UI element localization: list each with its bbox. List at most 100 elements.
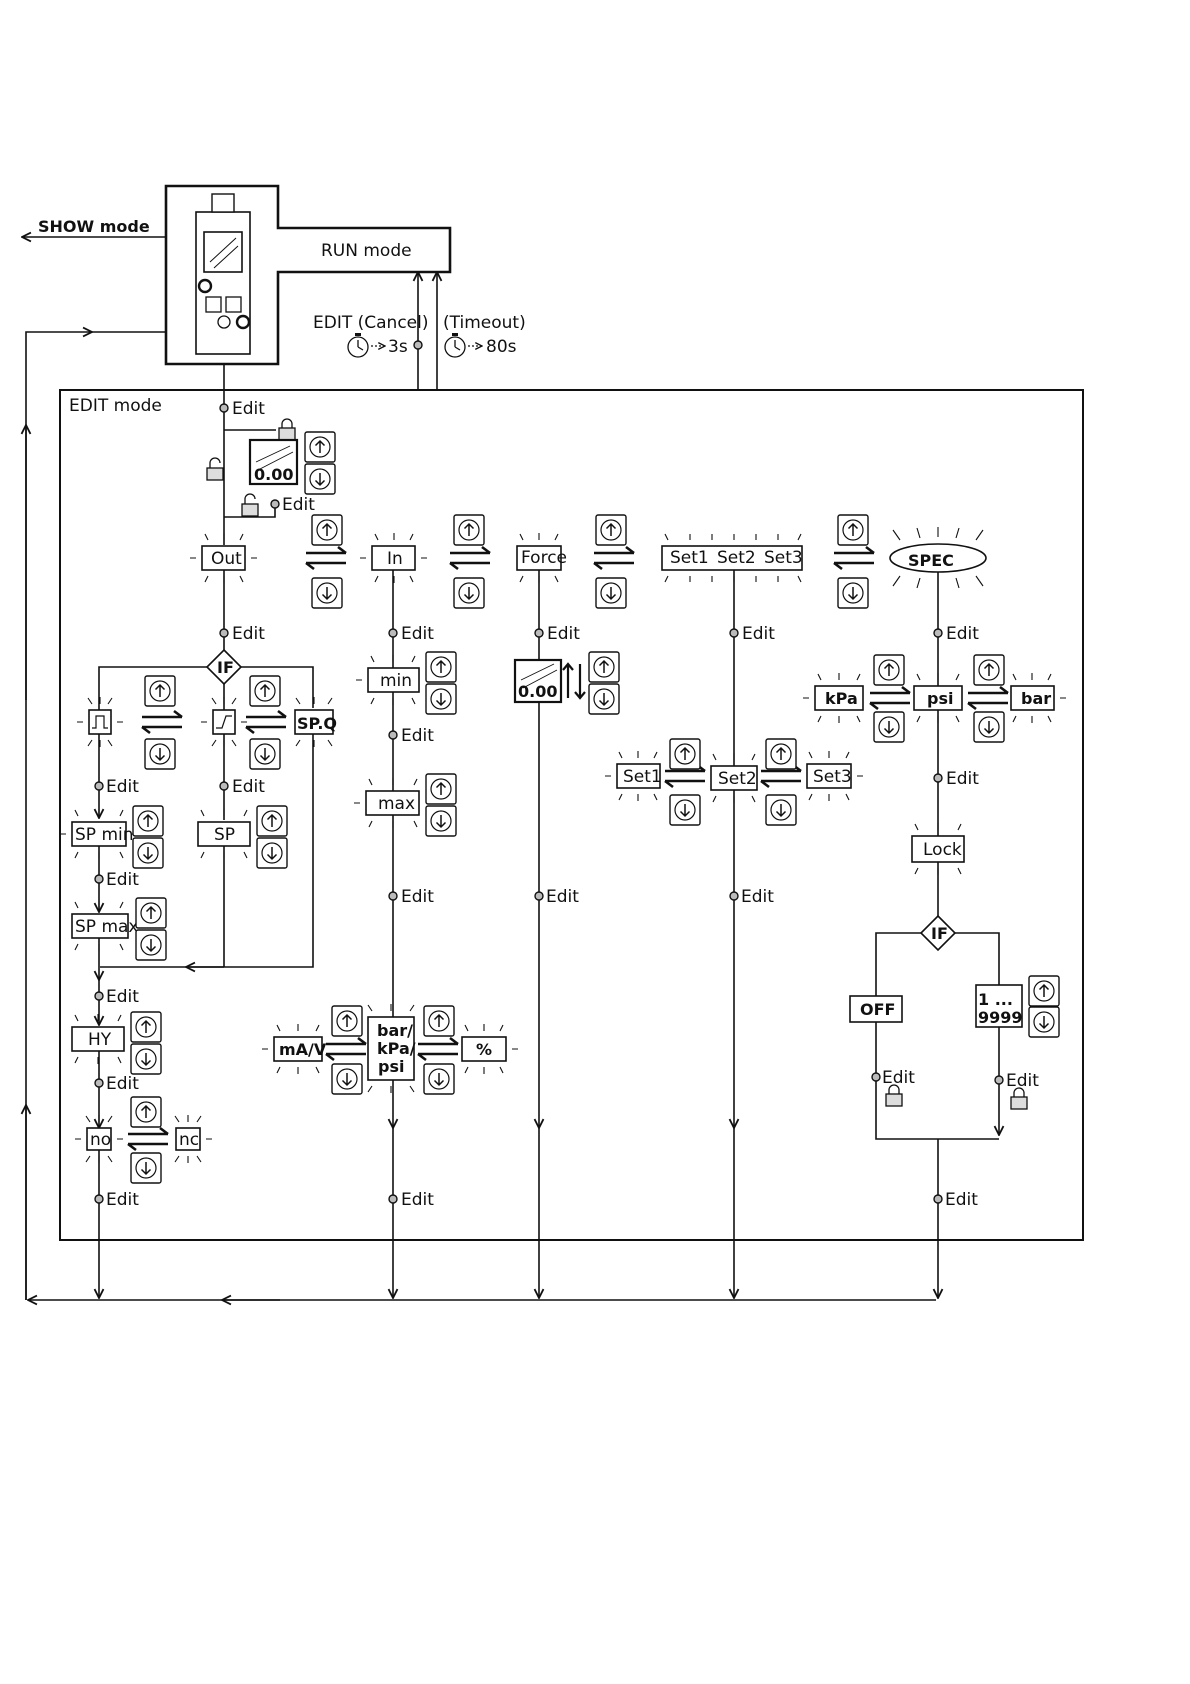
up-key-icon[interactable] (837, 514, 869, 546)
spq-mode-icon[interactable]: SP.Q (294, 709, 337, 735)
toggle-arrows-icon (140, 709, 184, 735)
svg-text:min: min (380, 671, 412, 691)
menu-out[interactable]: Out (201, 545, 246, 571)
up-key-icon[interactable] (130, 1011, 162, 1043)
down-key-icon[interactable] (837, 577, 869, 609)
down-key-icon[interactable] (132, 837, 164, 869)
lock-box[interactable]: Lock (911, 835, 965, 863)
down-key-icon[interactable] (973, 711, 1005, 743)
up-key-icon[interactable] (249, 675, 281, 707)
menu-set[interactable]: Set1 Set2 Set3 (661, 545, 803, 571)
up-key-icon[interactable] (873, 654, 905, 686)
down-key-icon[interactable] (249, 738, 281, 770)
down-key-icon[interactable] (331, 1063, 363, 1095)
edit-label: Edit (106, 777, 139, 797)
down-key-icon[interactable] (873, 711, 905, 743)
down-key-icon[interactable] (595, 577, 627, 609)
bar-box[interactable]: bar (1010, 685, 1055, 711)
up-key-icon[interactable] (425, 651, 457, 683)
svg-text:1 ...: 1 ... (978, 990, 1013, 1009)
kpa-box[interactable]: kPa (814, 685, 864, 711)
up-key-icon[interactable] (425, 773, 457, 805)
pin-display-value: 0.00 (254, 465, 293, 484)
lock-closed-icon (278, 418, 296, 441)
up-key-icon[interactable] (453, 514, 485, 546)
down-key-icon[interactable] (669, 794, 701, 826)
sp-box[interactable]: SP (197, 821, 251, 847)
svg-text:Set1: Set1 (670, 548, 709, 568)
up-key-icon[interactable] (135, 897, 167, 929)
up-key-icon[interactable] (331, 1005, 363, 1037)
down-key-icon[interactable] (304, 463, 336, 495)
set3-box[interactable]: Set3 (806, 763, 852, 789)
edit-label: Edit (1006, 1071, 1039, 1091)
edit-label: Edit (546, 887, 579, 907)
menu-spec[interactable]: SPEC (889, 543, 987, 573)
up-key-icon[interactable] (144, 675, 176, 707)
up-down-arrows-icon (562, 662, 586, 700)
set1-box[interactable]: Set1 (616, 763, 662, 789)
svg-text:OFF: OFF (860, 1000, 895, 1019)
toggle-arrows-icon (304, 545, 348, 571)
down-key-icon[interactable] (765, 794, 797, 826)
in-max-box[interactable]: max (365, 790, 420, 816)
no-box[interactable]: no (86, 1127, 112, 1151)
up-key-icon[interactable] (256, 805, 288, 837)
edit-label: Edit (232, 399, 265, 419)
if-decision-lock: IF (919, 914, 957, 952)
unit-select-box[interactable]: bar/ kPa/ psi (367, 1016, 416, 1081)
up-key-icon[interactable] (595, 514, 627, 546)
up-key-icon[interactable] (304, 431, 336, 463)
up-key-icon[interactable] (765, 738, 797, 770)
down-key-icon[interactable] (256, 837, 288, 869)
down-key-icon[interactable] (135, 929, 167, 961)
in-min-box[interactable]: min (367, 667, 420, 693)
edit-label: Edit (106, 987, 139, 1007)
sp-min-box[interactable]: SP min (71, 821, 134, 847)
up-key-icon[interactable] (130, 1096, 162, 1128)
edit-label: Edit (882, 1068, 915, 1088)
svg-text:bar: bar (1021, 689, 1051, 708)
lock-closed-icon (885, 1084, 903, 1107)
set2-box[interactable]: Set2 (710, 765, 758, 791)
sp-max-box[interactable]: SP max (71, 913, 138, 939)
up-key-icon[interactable] (132, 805, 164, 837)
up-key-icon[interactable] (423, 1005, 455, 1037)
nc-box[interactable]: nc (175, 1127, 201, 1151)
svg-text:Set1: Set1 (623, 767, 662, 787)
svg-text:SP min: SP min (75, 825, 134, 845)
device-panel (164, 184, 452, 366)
down-key-icon[interactable] (425, 683, 457, 715)
window-mode-icon[interactable] (88, 709, 112, 735)
lock-off-box[interactable]: OFF (849, 995, 903, 1023)
down-key-icon[interactable] (130, 1152, 162, 1184)
toggle-arrows-icon (868, 685, 912, 711)
svg-text:no: no (90, 1130, 111, 1150)
down-key-icon[interactable] (144, 738, 176, 770)
up-key-icon[interactable] (311, 514, 343, 546)
down-key-icon[interactable] (423, 1063, 455, 1095)
psi-box[interactable]: psi (913, 685, 963, 711)
down-key-icon[interactable] (425, 805, 457, 837)
edit-label: Edit (282, 495, 315, 515)
threshold-mode-icon[interactable] (212, 709, 236, 735)
up-key-icon[interactable] (588, 651, 620, 683)
lock-code-box[interactable]: 1 ... 9999 (975, 984, 1023, 1028)
ma-v-box[interactable]: mA/V (273, 1036, 327, 1062)
force-display (513, 658, 563, 704)
up-key-icon[interactable] (1028, 975, 1060, 1007)
menu-force[interactable]: Force (516, 545, 567, 571)
percent-box[interactable]: % (461, 1036, 507, 1062)
down-key-icon[interactable] (130, 1043, 162, 1075)
hy-box[interactable]: HY (71, 1026, 125, 1052)
menu-in[interactable]: In (371, 545, 416, 571)
down-key-icon[interactable] (311, 577, 343, 609)
down-key-icon[interactable] (453, 577, 485, 609)
down-key-icon[interactable] (1028, 1006, 1060, 1038)
down-key-icon[interactable] (588, 683, 620, 715)
svg-text:Set2: Set2 (718, 769, 757, 789)
up-key-icon[interactable] (973, 654, 1005, 686)
svg-text:psi: psi (927, 689, 953, 708)
svg-text:SP.Q: SP.Q (297, 714, 337, 733)
up-key-icon[interactable] (669, 738, 701, 770)
